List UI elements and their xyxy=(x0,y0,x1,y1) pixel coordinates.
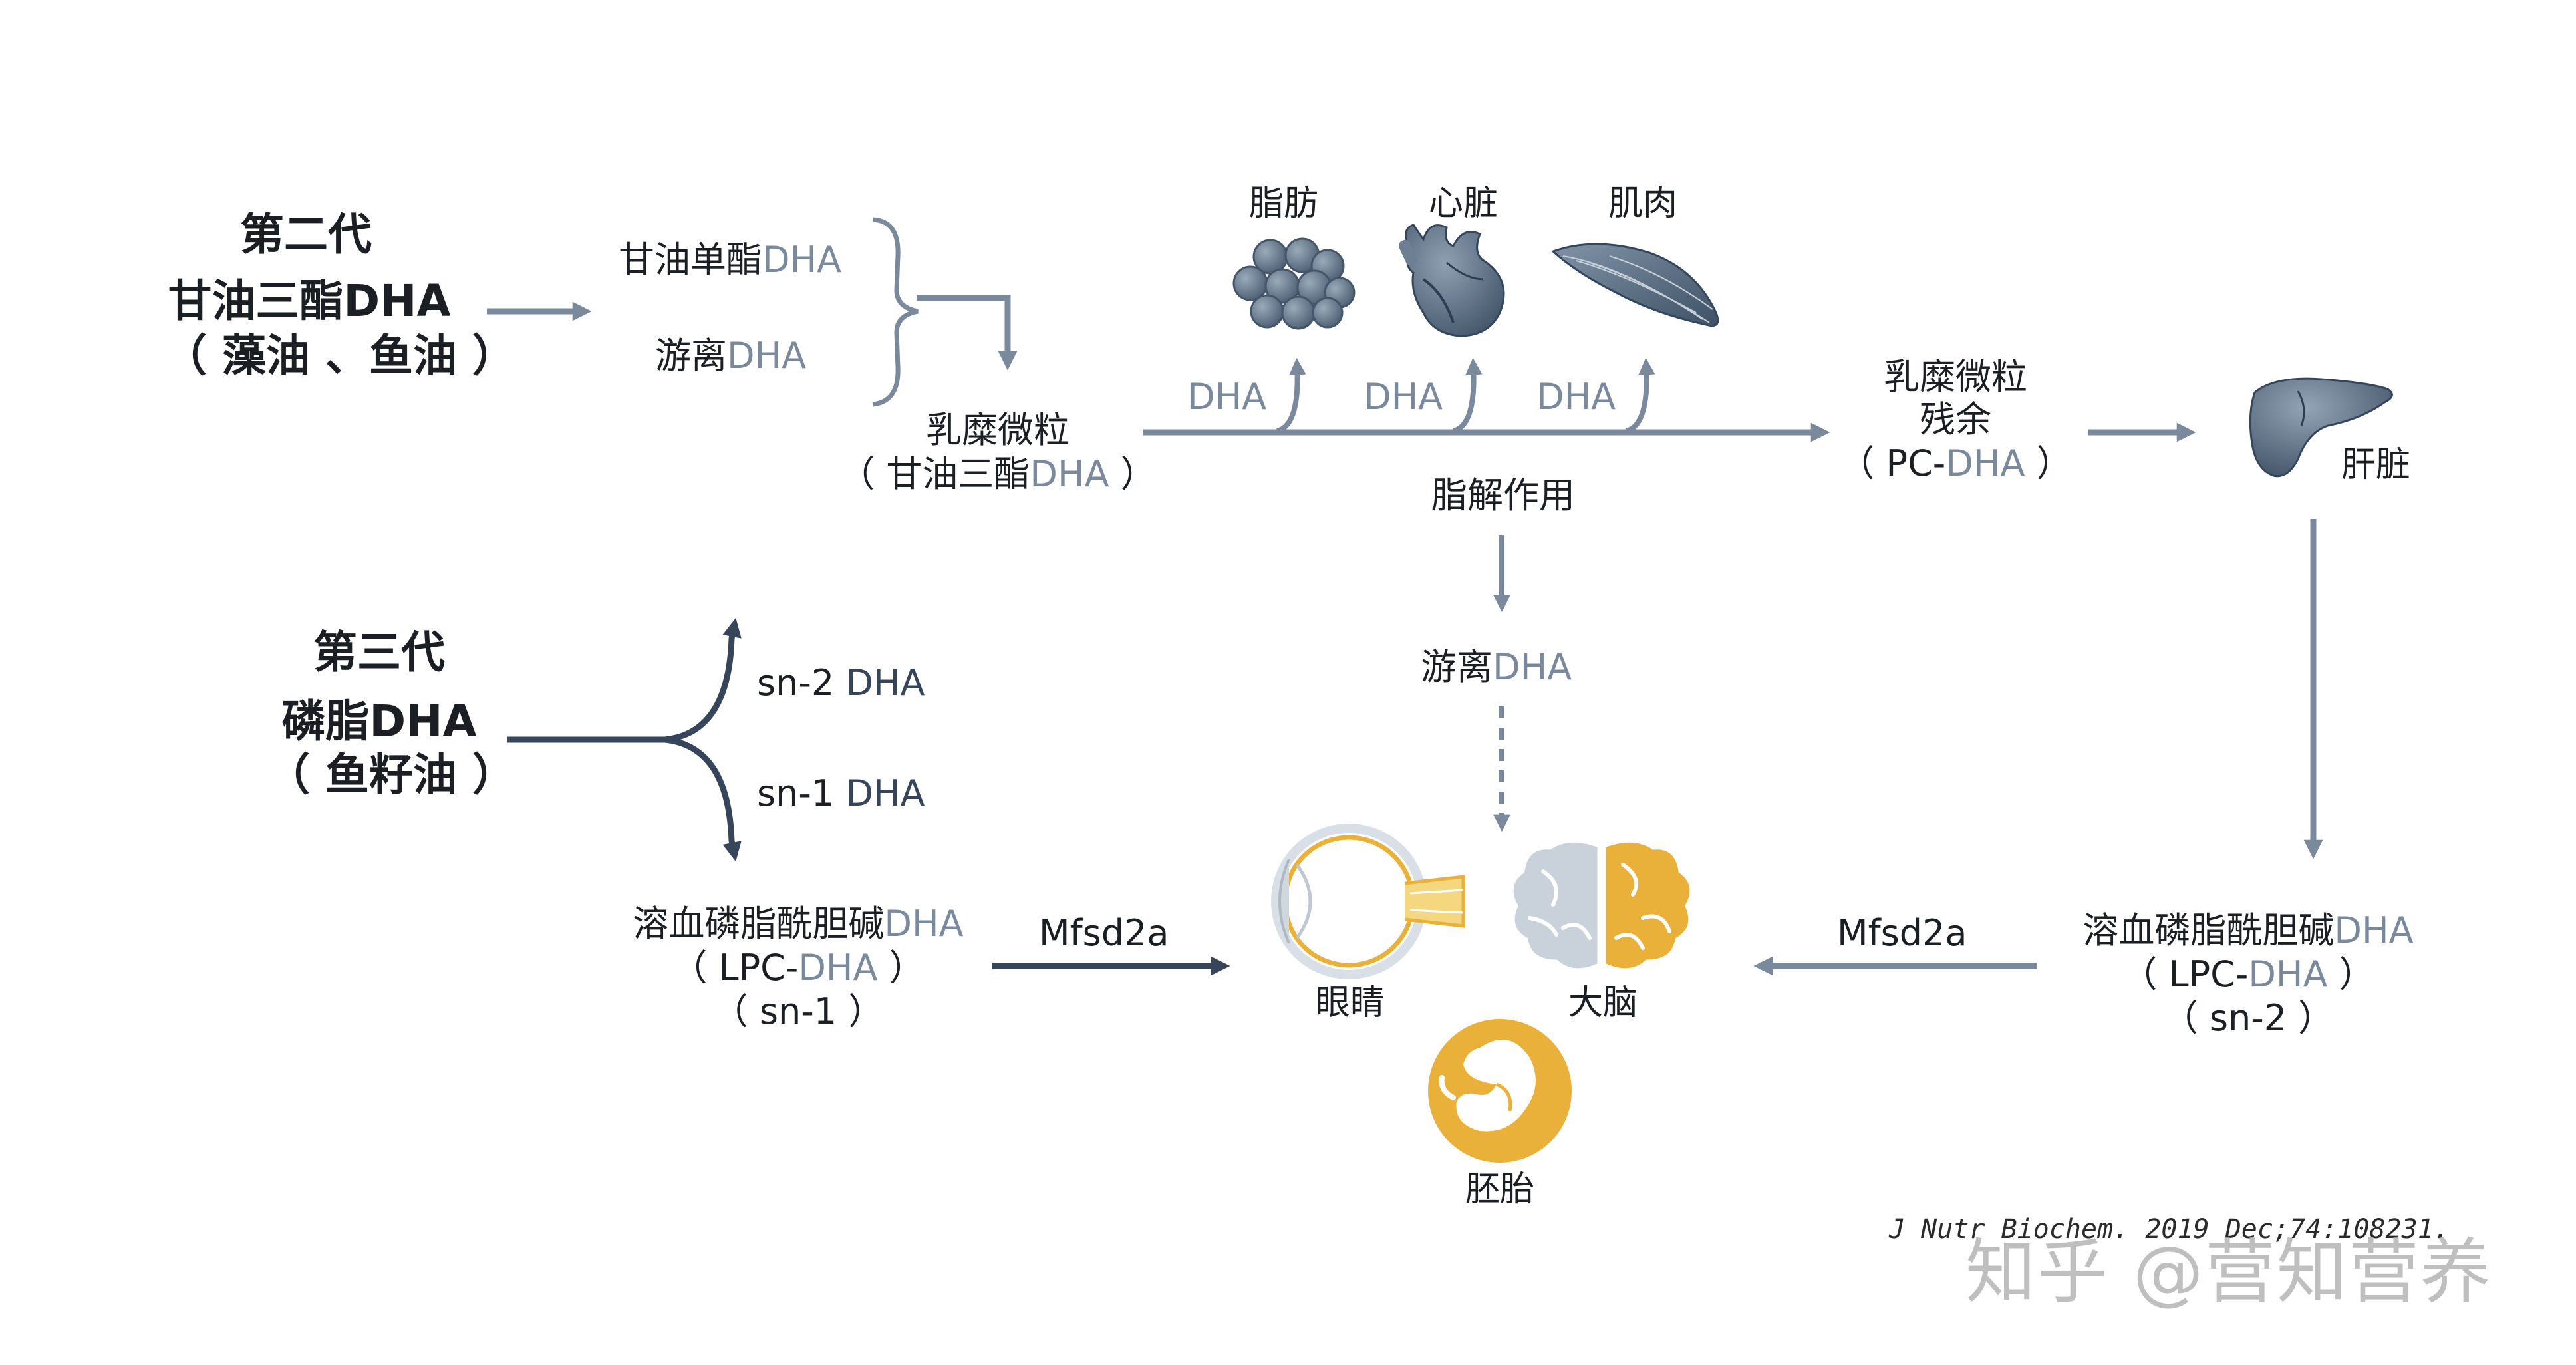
brain-icon xyxy=(1510,839,1693,972)
free-dha-source-label: 游离DHA xyxy=(655,335,807,377)
gen2-type: 甘油三酯DHA xyxy=(168,275,451,327)
gen3-source: （ 鱼籽油 ） xyxy=(266,749,516,800)
lpc-left-line3: （ sn-1 ） xyxy=(712,990,885,1032)
heart-dha-label: DHA xyxy=(1363,376,1443,418)
gen3-type: 磷脂DHA xyxy=(281,696,477,747)
mfsd2a-right-label: Mfsd2a xyxy=(1837,912,1967,954)
citation: J Nutr Biochem. 2019 Dec;74:108231. xyxy=(1889,1214,2450,1245)
sn1-dha-label: sn-1 DHA xyxy=(757,772,925,814)
muscle-label: 肌肉 xyxy=(1608,184,1677,224)
muscle-uptake-arrow xyxy=(1625,357,1655,434)
muscle-icon xyxy=(1551,243,1719,327)
heart-label: 心脏 xyxy=(1428,184,1498,224)
lpc-left-line1: 溶血磷脂酰胆碱DHA xyxy=(633,903,964,945)
mfsd2a-left-label: Mfsd2a xyxy=(1039,912,1169,954)
liver-label: 肝脏 xyxy=(2341,445,2411,485)
free-dha-label: 游离DHA xyxy=(1421,646,1572,688)
embryo-icon xyxy=(1428,1019,1572,1163)
fat-cells-icon xyxy=(1232,237,1356,330)
lipolysis-label: 脂解作用 xyxy=(1431,474,1575,516)
watermark: 知乎 @营知营养 xyxy=(1965,1231,2492,1313)
fat-dha-label: DHA xyxy=(1187,376,1267,418)
gen2-sources: （ 藻油 、鱼油 ） xyxy=(163,330,516,381)
gen2-title: 第二代 xyxy=(240,209,372,260)
lpc-right-line1: 溶血磷脂酰胆碱DHA xyxy=(2082,909,2414,951)
remnant-line2: 残余 xyxy=(1920,398,1991,440)
brain-label: 大脑 xyxy=(1568,983,1638,1023)
heart-uptake-arrow xyxy=(1452,357,1483,434)
embryo-label: 胚胎 xyxy=(1465,1169,1534,1209)
lpc-right-line2: （ LPC-DHA ） xyxy=(2121,953,2375,995)
heart-icon xyxy=(1399,224,1505,337)
muscle-dha-label: DHA xyxy=(1536,376,1616,418)
lpc-right-line3: （ sn-2 ） xyxy=(2162,997,2335,1039)
brace-to-chylomicron-arrow xyxy=(917,295,1018,371)
sources-brace xyxy=(872,217,919,407)
liver-icon xyxy=(2249,377,2393,478)
remnant-line1: 乳糜微粒 xyxy=(1884,356,2027,398)
sn1-fork-arrow xyxy=(664,736,742,862)
sn2-dha-label: sn-2 DHA xyxy=(757,662,925,704)
eye-icon xyxy=(1271,824,1465,979)
sn2-fork-arrow xyxy=(507,617,742,743)
monoglyceride-dha-label: 甘油单酯DHA xyxy=(619,239,842,281)
fat-label: 脂肪 xyxy=(1248,184,1318,224)
eye-label: 眼睛 xyxy=(1315,983,1385,1023)
chylomicron-label: 乳糜微粒 xyxy=(926,409,1070,451)
remnant-pc-dha: （ PC-DHA ） xyxy=(1838,442,2073,484)
chylomicron-tg-dha-label: （ 甘油三酯DHA ） xyxy=(839,453,1157,495)
fat-uptake-arrow xyxy=(1276,357,1306,434)
gen3-title: 第三代 xyxy=(313,627,445,678)
lpc-left-line2: （ LPC-DHA ） xyxy=(671,947,925,988)
